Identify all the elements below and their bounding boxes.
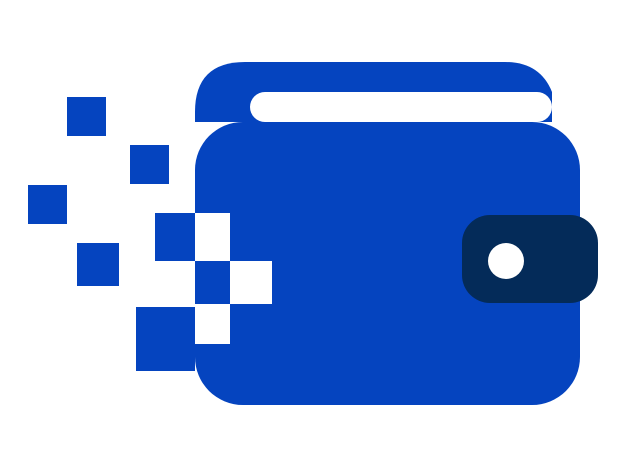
pixel-square <box>155 213 195 261</box>
pixel-square <box>67 97 106 136</box>
wallet-body <box>195 122 580 405</box>
wallet-clasp <box>462 215 598 303</box>
pixel-cutout <box>195 213 230 261</box>
pixel-cutout <box>230 261 272 304</box>
clasp-button <box>488 243 524 279</box>
wallet-slot <box>250 92 552 122</box>
pixel-square <box>130 145 169 184</box>
pixel-square <box>77 243 119 286</box>
pixel-squares <box>28 97 272 371</box>
pixel-cutout <box>195 304 230 344</box>
pixel-square <box>28 185 67 224</box>
pixel-square <box>136 307 195 371</box>
